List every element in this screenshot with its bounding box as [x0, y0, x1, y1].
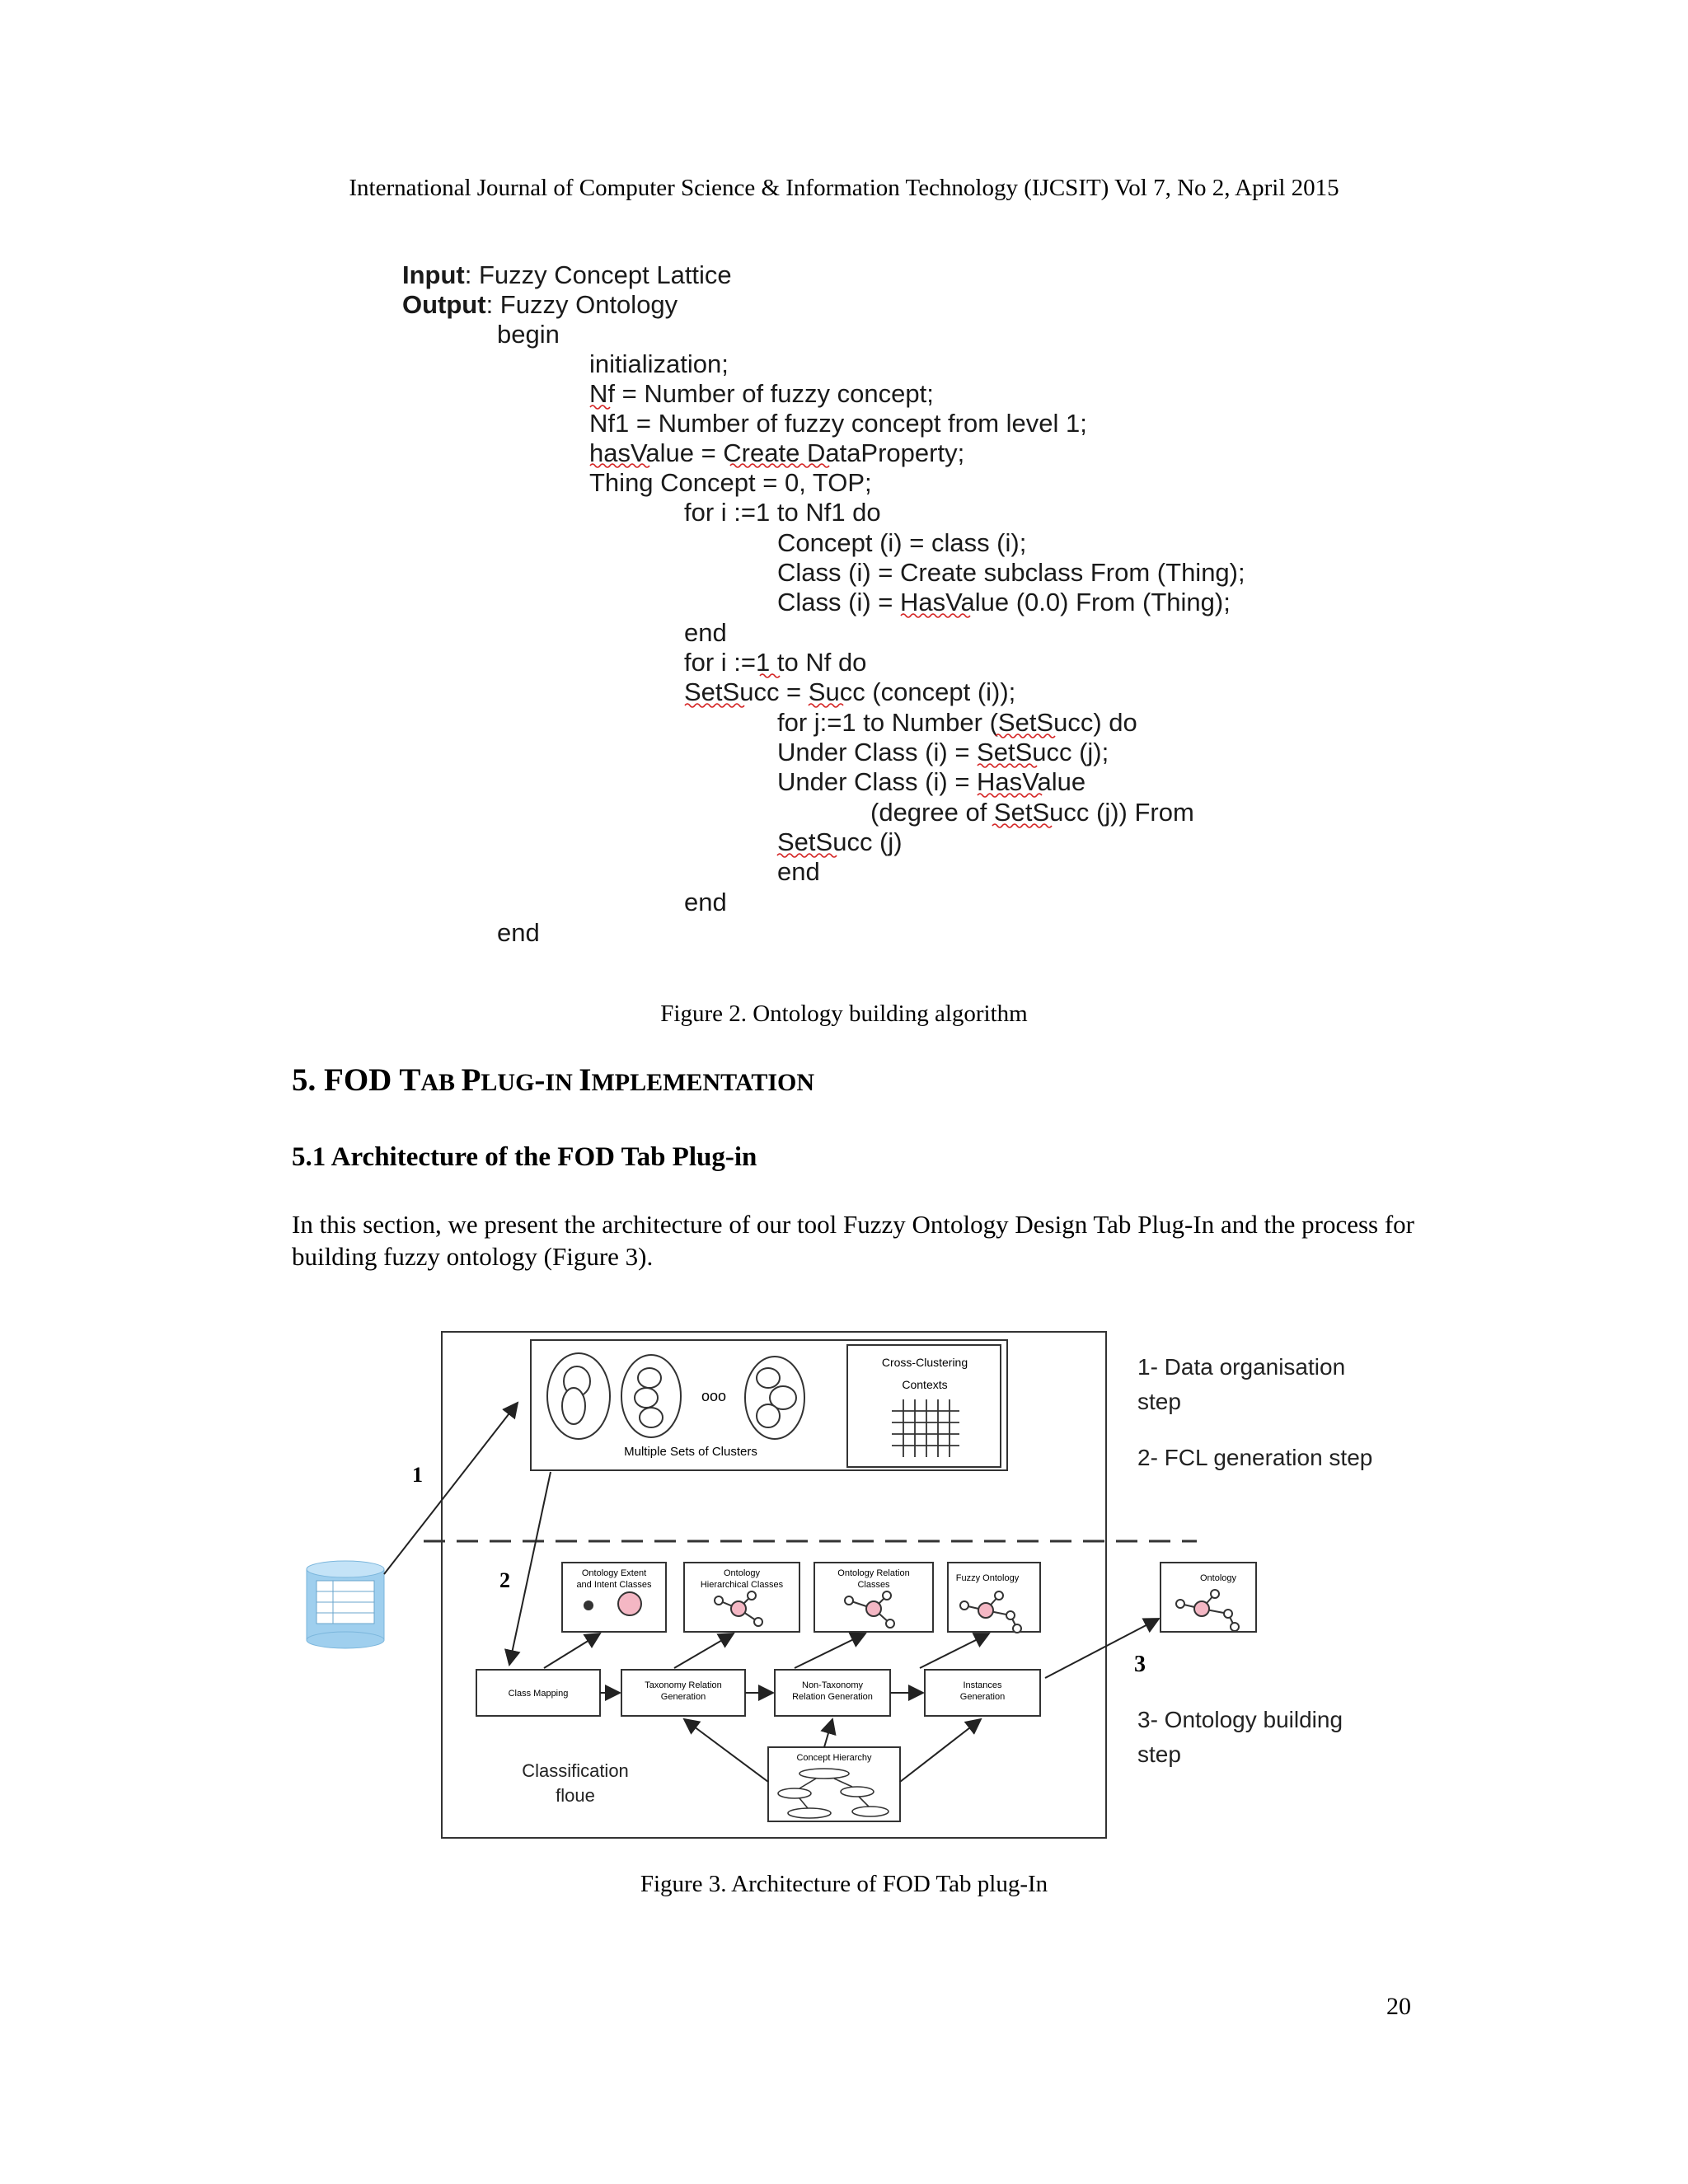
svg-text:Ontology Extent: Ontology Extent [582, 1568, 646, 1578]
svg-text:Fuzzy Ontology: Fuzzy Ontology [956, 1573, 1020, 1583]
step-3-label: 3- Ontology building [1137, 1707, 1343, 1732]
algo-output-line: Output: Fuzzy Ontology [402, 290, 678, 319]
database-icon [306, 1560, 385, 1649]
cluster-ellipses [546, 1352, 805, 1440]
ontology-output-icon [1175, 1589, 1240, 1632]
step-descriptions: 1- Data organisation step 2- FCL generat… [1137, 1354, 1372, 1767]
process-box [476, 1669, 1041, 1717]
algo-line: for j:=1 to Number (SetSucc) do [777, 708, 1137, 737]
algo-line: Under Class (i) = SetSucc (j); [777, 738, 1109, 766]
process-box-labels: Class Mapping Taxonomy Relation Generati… [509, 1680, 1006, 1702]
body-paragraph: In this section, we present the architec… [292, 1210, 1414, 1271]
algo-input-line: Input: Fuzzy Concept Lattice [402, 260, 732, 289]
figure2-caption: Figure 2. Ontology building algorithm [660, 1001, 1028, 1027]
algo-line: Concept (i) = class (i); [777, 528, 1027, 557]
step-number: 3 [1134, 1652, 1146, 1677]
journal-header: International Journal of Computer Scienc… [349, 175, 1339, 201]
step-number: 2 [499, 1568, 510, 1592]
algo-line: Nf1 = Number of fuzzy concept from level… [589, 409, 1087, 438]
classification-label: floue [556, 1785, 595, 1806]
algo-line: SetSucc (j) [777, 827, 903, 856]
hierarchy-arrows [682, 1718, 982, 1783]
algo-line: initialization; [589, 349, 729, 378]
svg-text:Ontology Relation: Ontology Relation [837, 1568, 909, 1578]
algo-line: begin [497, 320, 560, 349]
svg-text:Instances: Instances [963, 1680, 1002, 1690]
graph-icons [584, 1591, 1022, 1633]
ellipsis-text: ooo [701, 1388, 726, 1404]
page-number: 20 [1386, 1993, 1411, 2020]
cross-clustering-box [846, 1344, 1001, 1468]
algo-line: (degree of SetSucc (j)) From [870, 798, 1194, 827]
up-arrows [543, 1632, 991, 1669]
arrow-2 [504, 1471, 551, 1666]
algo-line: end [684, 618, 727, 647]
algo-line: Nf = Number of fuzzy concept; [589, 379, 934, 408]
arrow-1 [383, 1401, 519, 1575]
algo-line: Class (i) = HasValue (0.0) From (Thing); [777, 588, 1231, 616]
algo-line: SetSucc = Succ (concept (i)); [684, 677, 1016, 706]
concept-hierarchy-graph [777, 1768, 889, 1819]
svg-text:Hierarchical Classes: Hierarchical Classes [701, 1580, 784, 1590]
concept-hierarchy-label: Concept Hierarchy [796, 1753, 872, 1763]
multiple-sets-label: Multiple Sets of Clusters [624, 1445, 757, 1459]
algo-line: for i :=1 to Nf1 do [684, 498, 881, 527]
svg-text:Ontology: Ontology [724, 1568, 761, 1578]
ontology-box-labels: Ontology Extent and Intent Classes Ontol… [576, 1568, 1019, 1590]
svg-text:Relation Generation: Relation Generation [792, 1692, 873, 1702]
algo-line: Class (i) = Create subclass From (Thing)… [777, 558, 1245, 587]
algo-line: Thing Concept = 0, TOP; [589, 468, 872, 497]
svg-text:and Intent Classes: and Intent Classes [576, 1580, 652, 1590]
architecture-diagram: ooo Multiple Sets of Clusters Cross-Clus… [306, 1331, 1372, 1839]
step-2-label: 2- FCL generation step [1137, 1445, 1372, 1470]
algo-line: for i :=1 to Nf do [684, 648, 867, 677]
cross-clustering-label: Cross-Clustering [882, 1356, 968, 1369]
svg-text:Class Mapping: Class Mapping [509, 1689, 569, 1699]
algo-line: end [777, 857, 820, 886]
svg-text:Non-Taxonomy: Non-Taxonomy [802, 1680, 863, 1690]
ontology-box [561, 1562, 1041, 1633]
context-grid [892, 1399, 959, 1457]
step-number: 1 [412, 1463, 423, 1487]
svg-text:Generation: Generation [661, 1692, 706, 1702]
cross-clustering-label: Contexts [902, 1378, 947, 1391]
figure3-caption: Figure 3. Architecture of FOD Tab plug-I… [640, 1871, 1048, 1897]
step-1-label: step [1137, 1389, 1181, 1414]
algo-line: Under Class (i) = HasValue [777, 767, 1086, 796]
section-5-1-heading: 5.1 Architecture of the FOD Tab Plug-in [292, 1142, 757, 1172]
algo-line: end [684, 888, 727, 916]
svg-text:Classes: Classes [857, 1580, 890, 1590]
ontology-output-box [1160, 1562, 1257, 1633]
svg-text:Taxonomy Relation: Taxonomy Relation [645, 1680, 722, 1690]
ontology-output-label: Ontology [1200, 1573, 1237, 1583]
algorithm-figure: Input: Fuzzy Concept Lattice Output: Fuz… [402, 260, 1309, 953]
step-3-label: step [1137, 1741, 1181, 1767]
arrow-3 [1044, 1618, 1160, 1679]
section-5-heading: 5. FOD TAB PLUG-IN IMPLEMENTATION [292, 1062, 815, 1098]
algo-line: hasValue = Create DataProperty; [589, 438, 965, 467]
step-1-label: 1- Data organisation [1137, 1354, 1345, 1380]
classification-label: Classification [522, 1760, 629, 1781]
svg-text:Generation: Generation [960, 1692, 1005, 1702]
algo-line: end [497, 918, 540, 947]
